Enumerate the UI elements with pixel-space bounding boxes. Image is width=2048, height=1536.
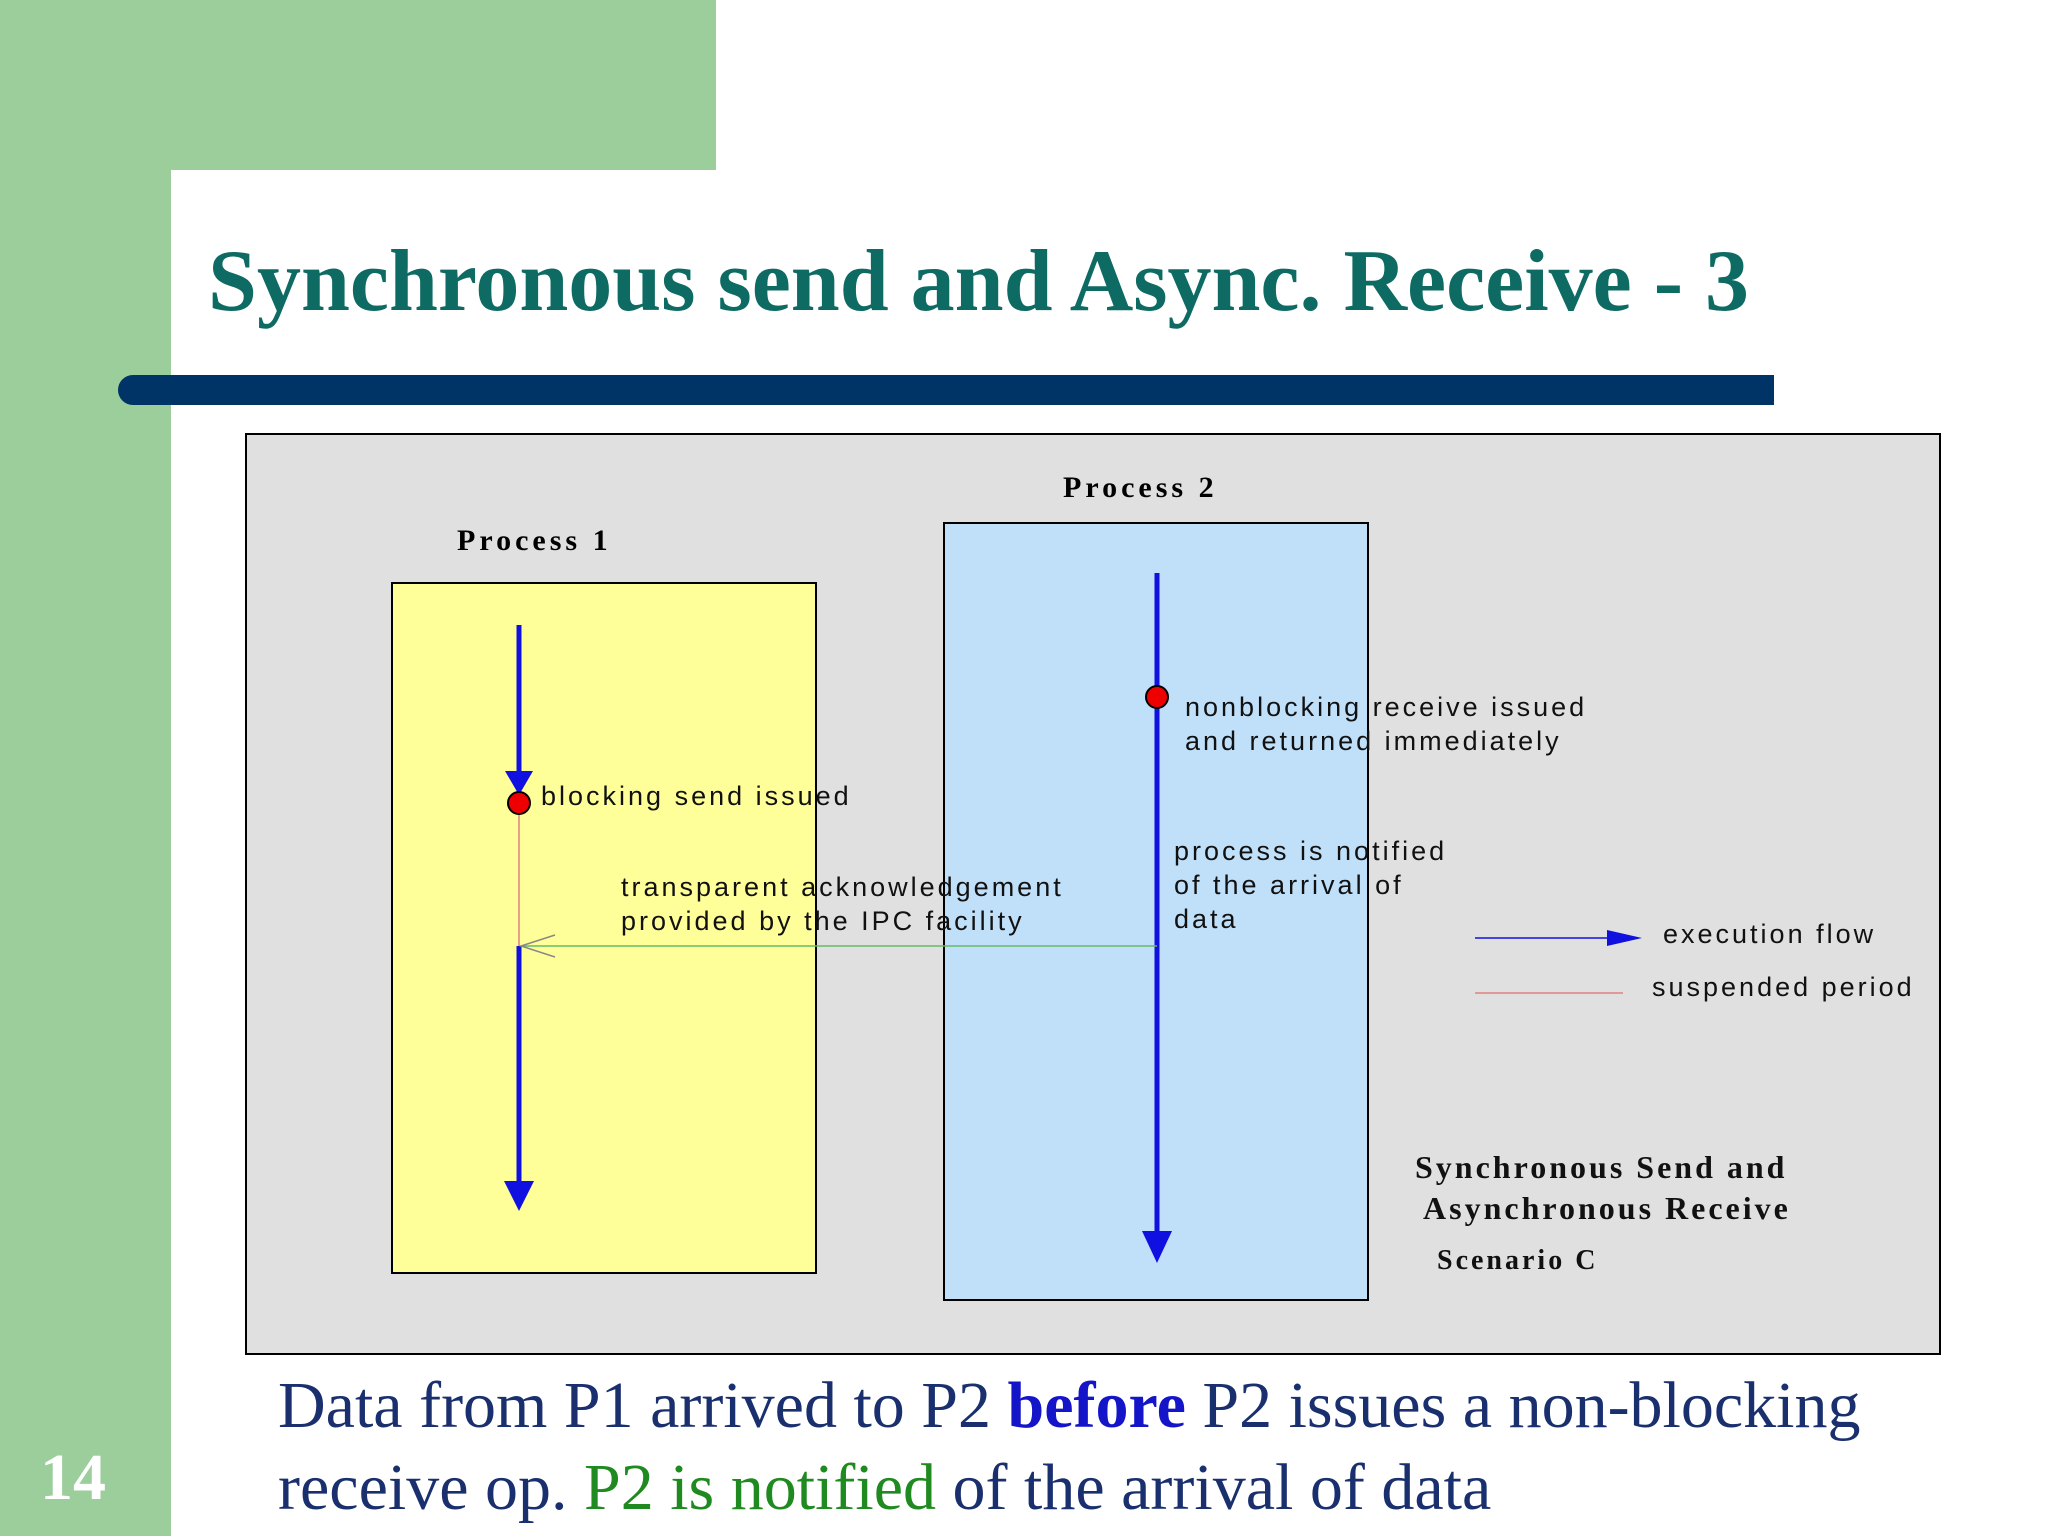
- p1-event-label: blocking send issued: [541, 781, 852, 811]
- scenario-name: Scenario C: [1437, 1245, 1598, 1276]
- p2-flow-arrowhead: [1142, 1231, 1172, 1263]
- ack-arrowhead: [518, 934, 556, 958]
- notify-label-line2: of the arrival of: [1174, 870, 1404, 900]
- scenario-title-line2: Asynchronous Receive: [1423, 1190, 1791, 1226]
- scenario-title-line1: Synchronous Send and: [1415, 1149, 1787, 1185]
- ack-label-line2: provided by the IPC facility: [621, 906, 1025, 936]
- process1-box: [391, 582, 817, 1274]
- caption-part3: of the arrival of data: [936, 1451, 1492, 1524]
- title-underline: [118, 375, 1774, 405]
- p2-event-label-line2: and returned immediately: [1185, 726, 1562, 756]
- ack-label-line1: transparent acknowledgement: [621, 872, 1064, 902]
- caption-part2: P2 issues a non-blocking receive op.: [278, 1369, 1861, 1524]
- p2-receive-event-dot: [1145, 685, 1169, 709]
- caption-emphasis-notified: P2 is notified: [584, 1451, 937, 1524]
- ipc-diagram: Process 1 Process 2 blocking send issued…: [245, 433, 1941, 1355]
- legend-execution-label: execution flow: [1663, 919, 1876, 949]
- p1-flow-top-arrowhead: [505, 771, 533, 795]
- left-accent-bar: [0, 0, 171, 1536]
- top-accent-bar: [0, 0, 716, 170]
- slide-title: Synchronous send and Async. Receive - 3: [208, 233, 1750, 330]
- slide-caption: Data from P1 arrived to P2 before P2 iss…: [278, 1365, 2018, 1529]
- legend-suspended-label: suspended period: [1652, 972, 1915, 1002]
- p1-send-event-dot: [507, 791, 531, 815]
- notify-label-line1: process is notified: [1174, 836, 1447, 866]
- process2-label: Process 2: [1063, 471, 1218, 504]
- legend-execution-arrowhead: [1607, 930, 1642, 946]
- notify-label-line3: data: [1174, 904, 1239, 934]
- caption-emphasis-before: before: [1007, 1369, 1186, 1442]
- p2-event-label-line1: nonblocking receive issued: [1185, 692, 1587, 722]
- caption-part1: Data from P1 arrived to P2: [278, 1369, 1008, 1442]
- slide-number: 14: [40, 1441, 106, 1514]
- process1-label: Process 1: [457, 524, 612, 557]
- p1-flow-bottom-arrowhead: [504, 1181, 534, 1211]
